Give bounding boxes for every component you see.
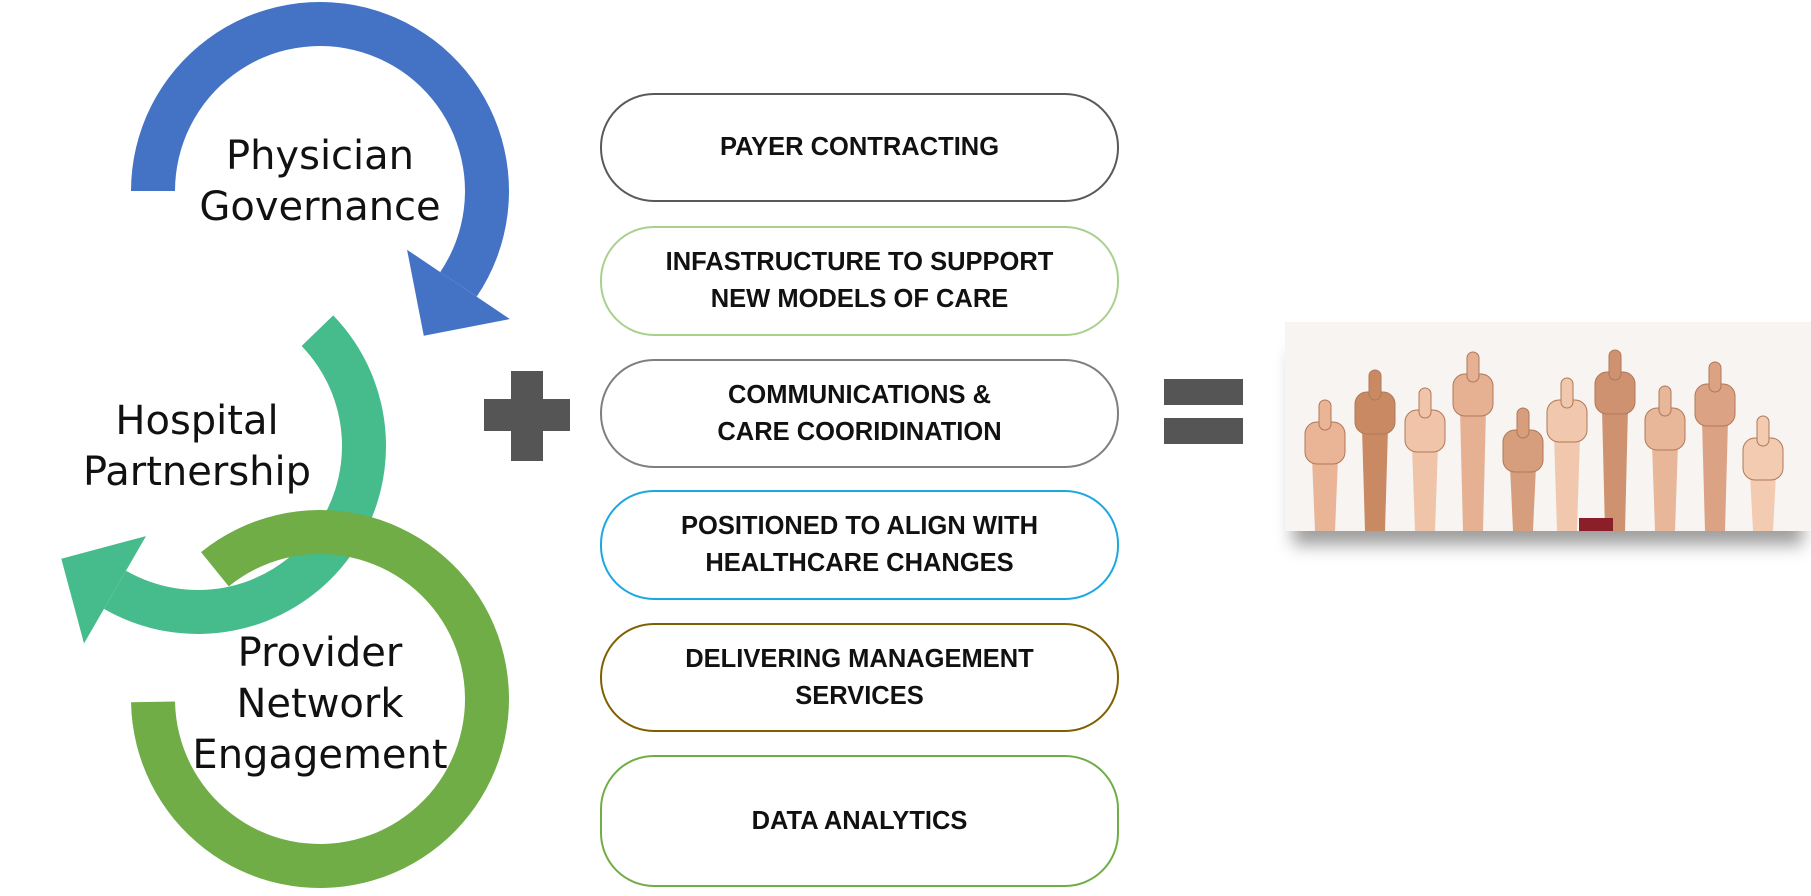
equals-icon-bar — [1164, 379, 1243, 405]
ring-arrowhead — [61, 536, 146, 644]
raised-arm — [1362, 428, 1388, 531]
hospital-partnership-arrow — [61, 315, 386, 644]
thumbs-up-icon — [1708, 361, 1722, 393]
service-payer-contracting: PAYER CONTRACTING — [600, 93, 1119, 202]
cycle-label-line: Physician — [225, 133, 415, 179]
ring-arc — [104, 315, 386, 634]
service-label-line: NEW MODELS OF CARE — [710, 285, 1009, 313]
service-label-line: HEALTHCARE CHANGES — [705, 549, 1014, 577]
thumbs-up-photo — [1285, 322, 1811, 531]
service-data-analytics: DATA ANALYTICS — [600, 755, 1119, 887]
ring-arc — [131, 2, 510, 297]
service-label-line: PAYER CONTRACTING — [719, 133, 1000, 162]
thumbs-up-icon — [1560, 377, 1574, 409]
service-label-line: SERVICES — [795, 681, 924, 710]
raised-arm — [1652, 444, 1678, 531]
equals-icon-bar — [1164, 418, 1243, 444]
service-label-line: DELIVERING MANAGEMENT — [685, 644, 1034, 673]
thumbs-up-icon — [1318, 399, 1332, 431]
raised-arm — [1510, 466, 1536, 531]
plus-icon-bar — [511, 371, 543, 461]
cycle-diagram — [61, 2, 510, 888]
thumbs-up-icon — [1658, 385, 1672, 417]
service-communications: COMMUNICATIONS & CARE COORIDINATION — [600, 359, 1119, 468]
ring-arrowhead — [407, 249, 510, 336]
cycle-label-line: Hospital — [115, 398, 279, 444]
raised-arm — [1602, 408, 1628, 531]
thumbs-up-icon — [1368, 369, 1382, 401]
thumbs-up-icon — [1466, 351, 1480, 383]
service-label-line: INFASTRUCTURE TO SUPPORT — [665, 248, 1054, 277]
sleeve — [1579, 518, 1613, 531]
cycle-label-line: Network — [236, 681, 404, 728]
service-label-line: COMMUNICATIONS & — [727, 380, 991, 409]
thumbs-up-icon — [1418, 387, 1432, 419]
cycle-label-hospital-partnership: Hospital Partnership — [62, 396, 332, 498]
service-positioned: POSITIONED TO ALIGN WITH HEALTHCARE CHAN… — [600, 490, 1119, 600]
raised-arm — [1312, 458, 1338, 531]
physician-governance-arrow — [131, 2, 510, 336]
thumbs-up-icon — [1516, 407, 1530, 439]
cycle-label-line: Provider — [237, 630, 403, 676]
service-label-line: POSITIONED TO ALIGN WITH — [681, 512, 1038, 541]
service-label-line: CARE COORIDINATION — [717, 417, 1002, 446]
service-infrastructure: INFASTRUCTURE TO SUPPORT NEW MODELS OF C… — [600, 226, 1119, 336]
raised-arm — [1702, 420, 1728, 531]
cycle-label-line: Partnership — [82, 449, 312, 496]
thumbs-up-icon — [1756, 415, 1770, 447]
cycle-label-provider-network-engagement: Provider Network Engagement — [185, 628, 455, 782]
service-label-line: DATA ANALYTICS — [751, 806, 968, 835]
service-management: DELIVERING MANAGEMENT SERVICES — [600, 623, 1119, 732]
raised-arm — [1460, 410, 1486, 531]
thumbs-up-hands-image — [1285, 322, 1811, 531]
thumbs-up-icon — [1608, 349, 1622, 381]
raised-arm — [1554, 436, 1580, 531]
cycle-label-line: Engagement — [192, 732, 448, 779]
cycle-label-physician-governance: Physician Governance — [185, 131, 455, 233]
cycle-label-line: Governance — [199, 184, 441, 231]
raised-arm — [1750, 474, 1776, 531]
raised-arm — [1412, 446, 1438, 531]
